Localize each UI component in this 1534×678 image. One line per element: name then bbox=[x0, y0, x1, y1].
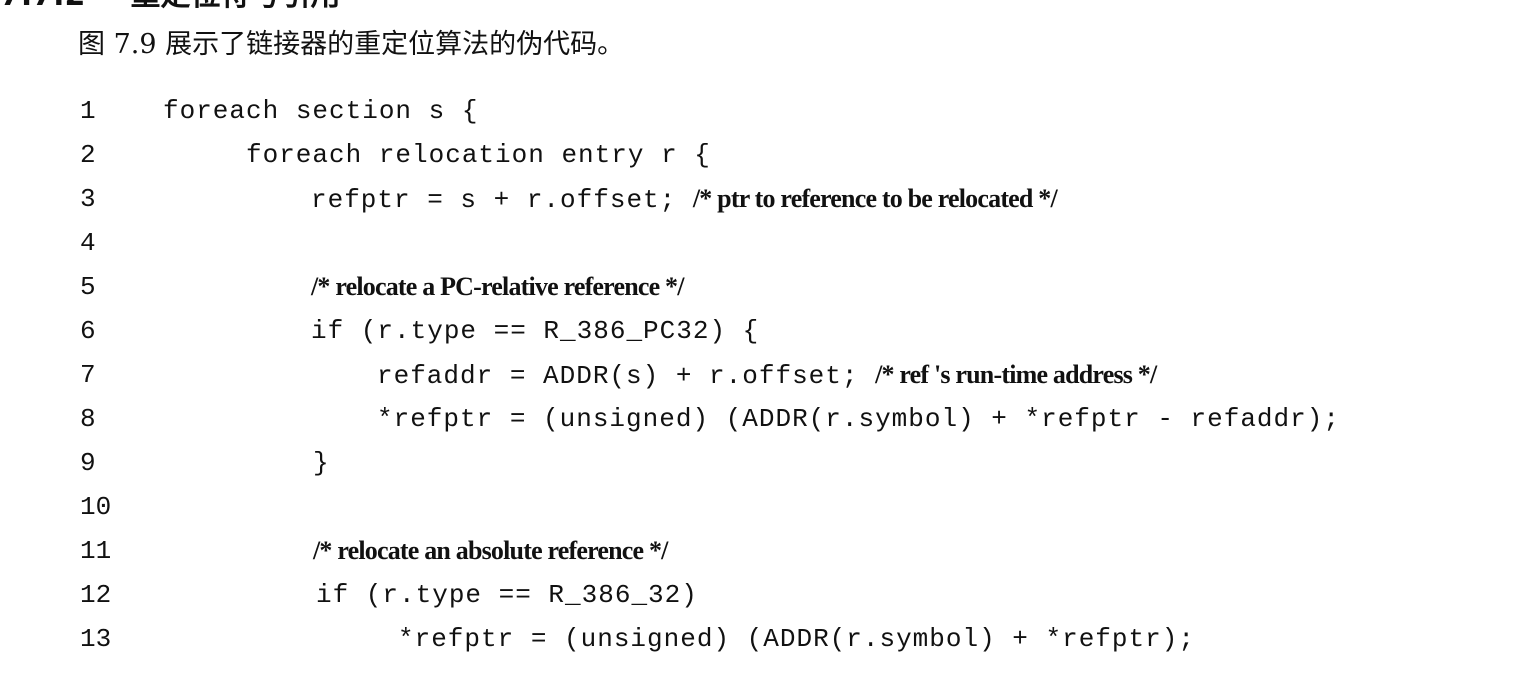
code-line-7: 7 refaddr = ADDR(s) + r.offset; /* ref '… bbox=[0, 353, 1534, 397]
section-number: 7.7.2 bbox=[0, 0, 120, 12]
code-line-3: 3 refptr = s + r.offset; /* ptr to refer… bbox=[0, 177, 1534, 221]
code-text: refptr = s + r.offset; /* ptr to referen… bbox=[311, 184, 1058, 215]
line-number: 7 bbox=[80, 360, 96, 390]
code-line-4: 4 bbox=[0, 221, 1534, 265]
code-text: /* relocate a PC-relative reference */ bbox=[311, 265, 684, 310]
code-line-13: 13 *refptr = (unsigned) (ADDR(r.symbol) … bbox=[0, 617, 1534, 661]
code-comment: /* ref 's run-time address */ bbox=[875, 360, 1157, 389]
intro-paragraph: 图 7.9 展示了链接器的重定位算法的伪代码。 bbox=[78, 29, 625, 60]
line-number: 11 bbox=[80, 536, 112, 566]
code-line-11: 11 /* relocate an absolute reference */ bbox=[0, 529, 1534, 573]
code-text: refaddr = ADDR(s) + r.offset; /* ref 's … bbox=[377, 360, 1157, 391]
line-number: 3 bbox=[80, 184, 96, 214]
code-text: if (r.type == R_386_32) bbox=[316, 580, 698, 610]
code-text: foreach relocation entry r { bbox=[246, 140, 711, 170]
code-text: *refptr = (unsigned) (ADDR(r.symbol) + *… bbox=[377, 404, 1340, 434]
line-number: 9 bbox=[80, 448, 96, 478]
code-text: } bbox=[313, 448, 330, 478]
code-line-1: 1 foreach section s { bbox=[0, 89, 1534, 133]
section-heading: 7.7.2 重定位符号引用 bbox=[0, 0, 340, 12]
code-text: foreach section s { bbox=[163, 96, 479, 126]
line-number: 1 bbox=[80, 96, 96, 126]
code-text: if (r.type == R_386_PC32) { bbox=[311, 316, 760, 346]
line-number: 6 bbox=[80, 316, 96, 346]
line-number: 8 bbox=[80, 404, 96, 434]
line-number: 13 bbox=[80, 624, 112, 654]
code-line-2: 2 foreach relocation entry r { bbox=[0, 133, 1534, 177]
line-number: 10 bbox=[80, 492, 112, 522]
line-number: 12 bbox=[80, 580, 112, 610]
line-number: 5 bbox=[80, 272, 96, 302]
code-text: *refptr = (unsigned) (ADDR(r.symbol) + *… bbox=[398, 624, 1195, 654]
code-comment: /* relocate a PC-relative reference */ bbox=[311, 272, 684, 301]
code-line-9: 9 } bbox=[0, 441, 1534, 485]
code-line-8: 8 *refptr = (unsigned) (ADDR(r.symbol) +… bbox=[0, 397, 1534, 441]
code-line-10: 10 bbox=[0, 485, 1534, 529]
code-comment: /* relocate an absolute reference */ bbox=[313, 536, 668, 565]
line-number: 4 bbox=[80, 228, 96, 258]
section-title: 重定位符号引用 bbox=[130, 0, 340, 13]
code-comment: /* ptr to reference to be relocated */ bbox=[692, 184, 1058, 213]
code-text: /* relocate an absolute reference */ bbox=[313, 529, 668, 574]
code-line-12: 12 if (r.type == R_386_32) bbox=[0, 573, 1534, 617]
line-number: 2 bbox=[80, 140, 96, 170]
code-line-5: 5 /* relocate a PC-relative reference */ bbox=[0, 265, 1534, 309]
code-line-6: 6 if (r.type == R_386_PC32) { bbox=[0, 309, 1534, 353]
